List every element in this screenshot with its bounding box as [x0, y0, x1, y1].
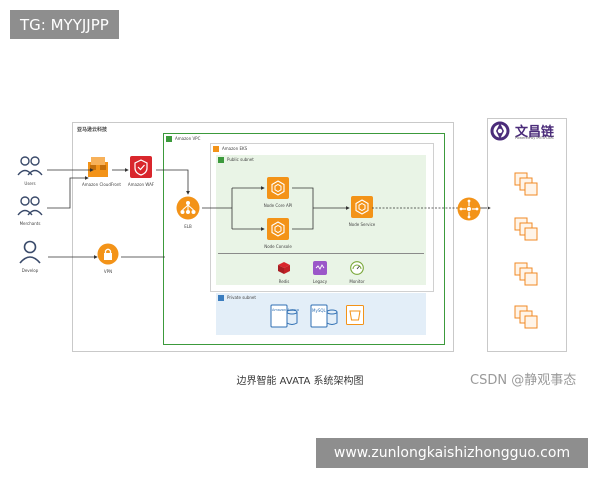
node-service: Node Service	[346, 196, 378, 230]
vpc-label: Amazon VPC	[175, 136, 201, 141]
db-label: MySQL	[312, 308, 326, 313]
chain-node-icon	[514, 217, 538, 241]
private-subnet-label: Private subnet	[227, 295, 256, 300]
bucket-icon	[346, 305, 364, 325]
watermark-tag: TG: MYYJJPP	[10, 10, 119, 39]
subnet-icon	[218, 295, 224, 301]
database-icon	[270, 304, 298, 328]
monitor-label: Monitor	[349, 279, 365, 284]
redis-label: Redis	[278, 279, 290, 284]
vpc-boundary: Amazon VPC	[163, 133, 445, 345]
cloud-label: 亚马逊云科技	[77, 127, 108, 133]
actor-users: Users	[15, 155, 45, 186]
subnet-icon	[218, 157, 224, 163]
waf-label: Amazon WAF	[127, 182, 155, 187]
vpn-lock-icon	[97, 243, 119, 265]
actor-label: Develop	[21, 268, 39, 273]
chain-node-icon	[514, 172, 538, 196]
elb-service: ELB	[176, 196, 202, 232]
public-subnet-label: Public subnet	[227, 157, 254, 162]
eks-icon	[213, 146, 219, 152]
container-icon	[267, 218, 289, 240]
cloudfront-service: Amazon CloudFront	[82, 156, 121, 192]
container-icon	[351, 196, 373, 218]
db-label: Amazon Aurora	[272, 308, 299, 312]
redis-icon	[278, 262, 290, 274]
node-label: Node Core API	[263, 203, 293, 208]
legacy-label: Legacy	[312, 279, 328, 284]
watermark-url: www.zunlongkaishizhongguo.com	[316, 438, 588, 468]
eks-boundary: Amazon EKS	[210, 143, 434, 292]
node-label: Node Console	[264, 244, 292, 249]
legacy-icon	[313, 261, 327, 275]
actor-develop: Develop	[17, 240, 47, 273]
elb-label: ELB	[184, 224, 192, 229]
s3-storage	[346, 305, 366, 327]
wenchang-subtitle: Powered by IRITA·DDC	[515, 136, 555, 140]
actor-label: Merchants	[19, 221, 41, 226]
gateway-icon	[457, 197, 481, 221]
diagram-caption: 边界智能 AVATA 系统架构图	[236, 376, 364, 387]
legacy-service: Legacy	[310, 260, 330, 284]
merchants-icon	[17, 196, 43, 216]
vpn-service: VPN	[97, 243, 121, 274]
subnet-divider	[218, 253, 424, 254]
container-icon	[267, 177, 289, 199]
mysql-db: MySQL	[310, 304, 338, 328]
actor-label: Users	[24, 181, 36, 186]
chain-node-icon	[514, 262, 538, 286]
eks-label: Amazon EKS	[222, 146, 248, 151]
wenchang-logo-icon	[490, 121, 510, 141]
actor-merchants: Merchants	[15, 195, 45, 226]
waf-service: Amazon WAF	[127, 156, 155, 192]
vpn-label: VPN	[103, 269, 113, 274]
redis-service: Redis	[274, 260, 294, 284]
aurora-db: Amazon Aurora	[270, 304, 299, 328]
cloudfront-icon	[88, 157, 108, 177]
node-label: Node Service	[348, 222, 376, 227]
monitor-gauge-icon	[350, 261, 364, 275]
cloudfront-label: Amazon CloudFront	[82, 182, 121, 187]
wenchang-title: 文昌链	[515, 125, 555, 140]
vpc-icon	[166, 136, 172, 142]
cloud-boundary: 亚马逊云科技	[72, 122, 454, 352]
node-console: Node Console	[263, 218, 293, 252]
waf-icon	[130, 156, 152, 178]
developer-icon	[19, 240, 41, 264]
node-core-api: Node Core API	[263, 177, 293, 211]
monitor-service: Monitor	[346, 260, 368, 284]
gateway-node	[457, 197, 481, 221]
csdn-credit: CSDN @静观事态	[470, 373, 577, 388]
load-balancer-icon	[176, 196, 200, 220]
database-icon	[310, 304, 338, 328]
users-icon	[17, 156, 43, 176]
wenchang-chain-boundary: 文昌链 Powered by IRITA·DDC	[487, 118, 567, 352]
chain-node-icon	[514, 305, 538, 329]
